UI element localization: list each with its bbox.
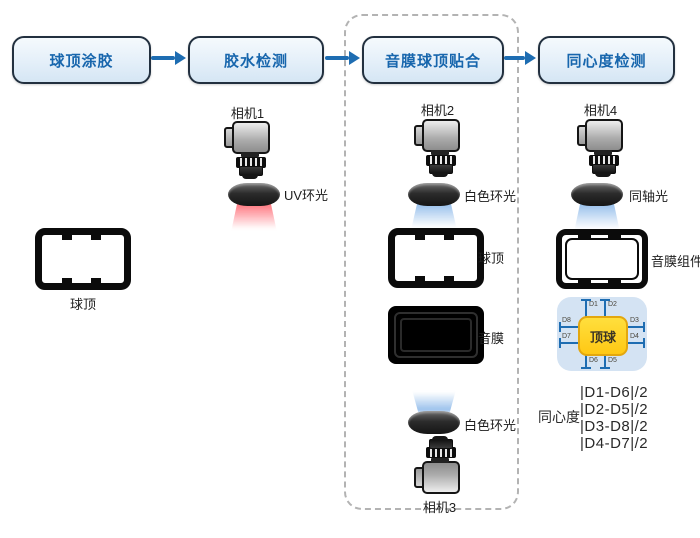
dimension-line-d3	[626, 326, 645, 328]
diaphragm-part-icon	[388, 306, 484, 364]
formula-line: |D2-D5|/2	[580, 401, 649, 418]
dimension-label-d1: D1	[589, 301, 598, 308]
dome-part-label: 球顶	[478, 251, 505, 266]
dimension-line-d4	[626, 342, 645, 344]
top-ball-box: 顶球	[578, 316, 628, 356]
dimension-cap	[600, 299, 610, 301]
formula-line: |D1-D6|/2	[580, 384, 649, 401]
concentricity-label: 同心度	[538, 409, 580, 425]
camera1-icon	[221, 121, 273, 179]
flow-arrow-icon	[504, 51, 536, 65]
diaphragm-part-label: 音膜	[478, 331, 505, 346]
coaxial-light-glow	[574, 202, 620, 232]
diaphragm-assembly-icon	[556, 229, 648, 289]
dimension-label-d3: D3	[630, 317, 639, 324]
dimension-label-d8: D8	[562, 317, 571, 324]
stage-concentricity: 同心度检测	[538, 36, 675, 84]
camera2-icon	[411, 119, 463, 177]
stage-glue-inspection: 胶水检测	[188, 36, 324, 84]
dimension-label-d2: D2	[608, 301, 617, 308]
dimension-line-d5	[604, 351, 606, 369]
coaxial-light-label: 同轴光	[629, 189, 669, 204]
stage-dome-coating: 球顶涂胶	[12, 36, 151, 84]
formula-line: |D3-D8|/2	[580, 418, 649, 435]
camera1-label: 相机1	[230, 106, 265, 121]
dimension-cap	[643, 338, 645, 348]
white-light-glow	[412, 390, 456, 412]
dimension-cap	[581, 367, 591, 369]
dimension-cap	[559, 322, 561, 332]
stage-lamination: 音膜球顶贴合	[362, 36, 504, 84]
dome-part-label: 球顶	[69, 297, 96, 312]
coaxial-light-icon	[571, 183, 623, 206]
formula-line: |D4-D7|/2	[580, 435, 649, 452]
dimension-label-d5: D5	[608, 357, 617, 364]
dimension-label-d4: D4	[630, 333, 639, 340]
dimension-line-d7	[559, 342, 578, 344]
white-ring-light-label: 白色环光	[464, 418, 517, 433]
white-ring-light-icon	[408, 183, 460, 206]
camera4-icon	[574, 119, 626, 177]
uv-glow	[231, 202, 277, 232]
dimension-line-d2	[604, 299, 606, 317]
white-light-glow	[411, 202, 457, 230]
dome-part-icon	[388, 228, 484, 288]
dimension-cap	[643, 322, 645, 332]
stage-label: 音膜球顶贴合	[384, 52, 481, 70]
dimension-cap	[559, 338, 561, 348]
camera4-label: 相机4	[583, 103, 618, 118]
uv-ring-light-label: UV环光	[284, 188, 329, 203]
camera3-icon	[411, 436, 463, 494]
flow-arrow-icon	[325, 51, 360, 65]
stage-label: 胶水检测	[223, 52, 288, 70]
stage-label: 球顶涂胶	[49, 52, 114, 70]
camera2-label: 相机2	[420, 103, 455, 118]
dimension-cap	[600, 367, 610, 369]
dimension-line-d8	[559, 326, 578, 328]
dimension-line-d1	[585, 299, 587, 317]
dimension-label-d6: D6	[589, 357, 598, 364]
flow-arrow-icon	[151, 51, 186, 65]
diaphragm-assembly-label: 音膜组件	[651, 254, 700, 269]
stage-label: 同心度检测	[566, 52, 647, 70]
uv-ring-light-icon	[228, 183, 280, 206]
white-ring-light-icon	[408, 411, 460, 434]
dome-part-icon	[35, 228, 131, 290]
dimension-cap	[581, 299, 591, 301]
white-ring-light-label: 白色环光	[464, 189, 517, 204]
top-ball-label: 顶球	[589, 329, 616, 345]
lamination-station-dashed-frame	[344, 14, 519, 510]
camera3-label: 相机3	[422, 500, 457, 515]
dimension-line-d6	[585, 351, 587, 369]
dimension-label-d7: D7	[562, 333, 571, 340]
